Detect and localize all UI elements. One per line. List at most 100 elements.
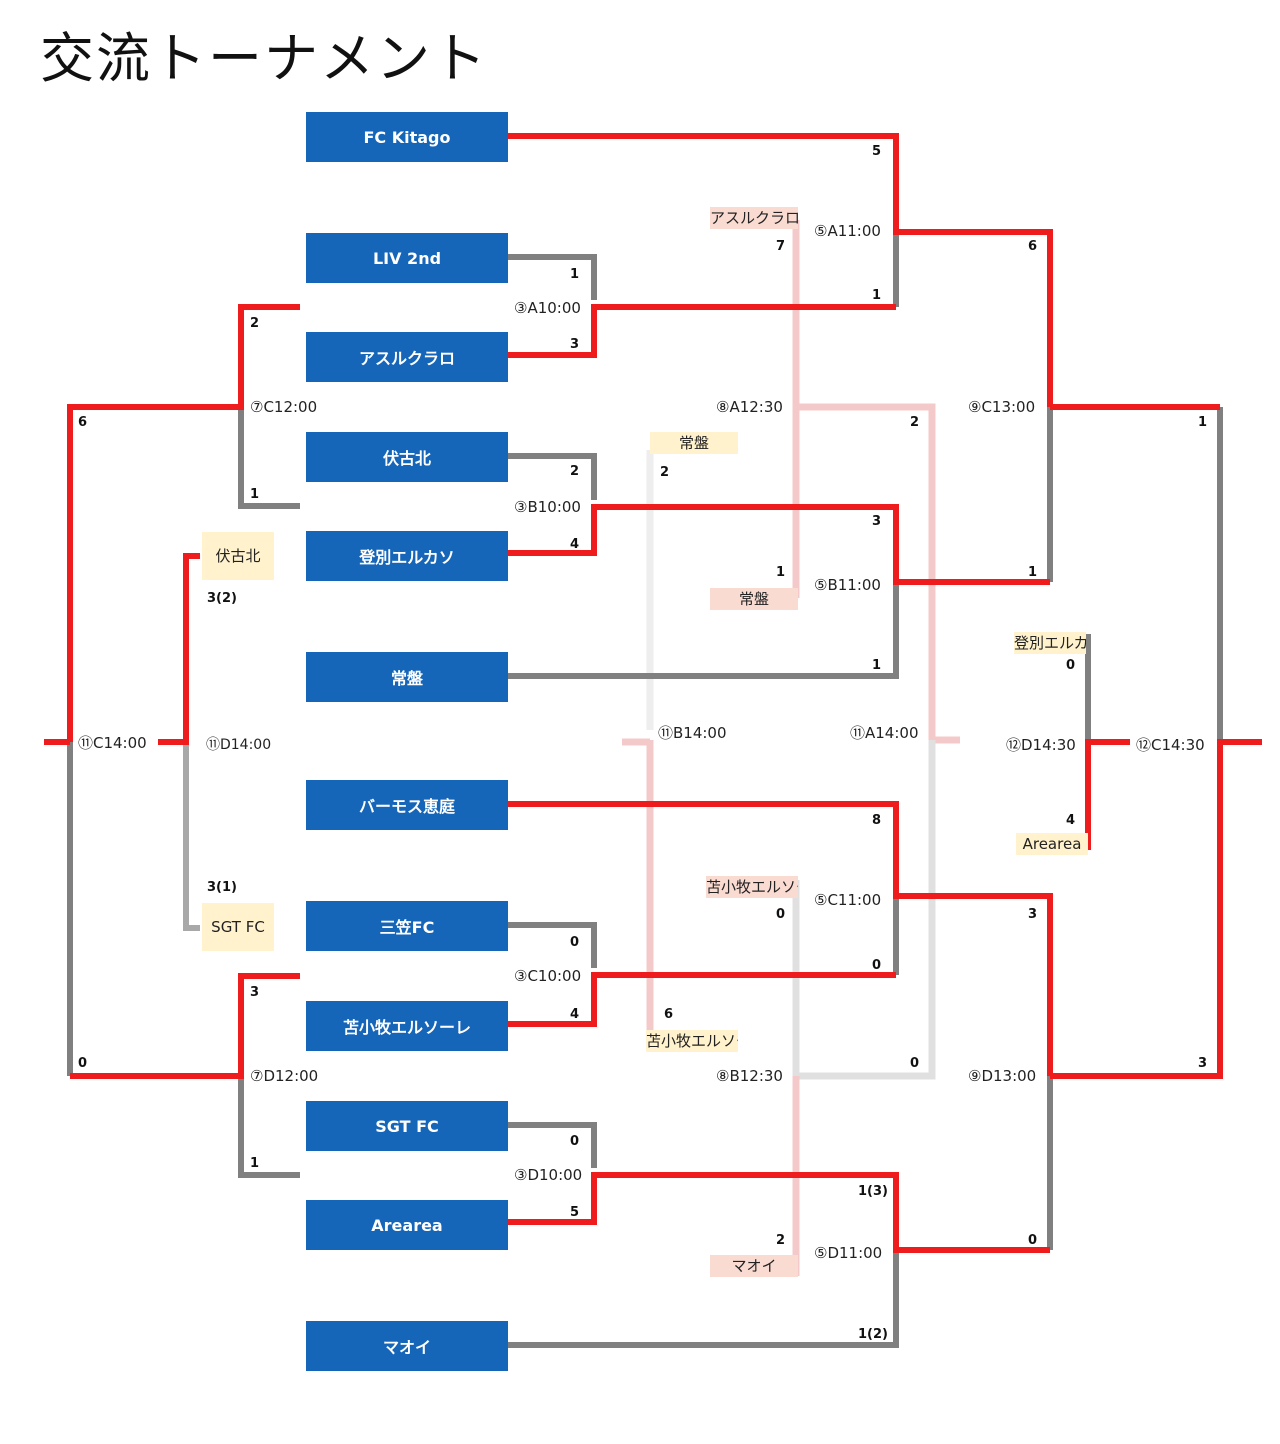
score-12c-bottom: 3 — [1198, 1056, 1208, 1071]
match-3b: ③B10:00 — [512, 498, 583, 516]
score-5d-top: 1(3) — [858, 1184, 888, 1199]
score-8a-asuru: 7 — [776, 239, 786, 254]
score-liv: 1 — [570, 267, 580, 282]
score-11d-sgt: 3(1) — [207, 880, 237, 895]
line-7d-top — [70, 973, 300, 1079]
line-11a-lower — [796, 740, 936, 1080]
line-tokiwa — [508, 582, 899, 679]
score-noboribetsu: 4 — [570, 537, 580, 552]
score-5b-top: 3 — [872, 514, 882, 529]
score-8a-tokiwa: 1 — [776, 565, 786, 580]
score-vamos: 8 — [872, 813, 882, 828]
score-7d-top: 3 — [250, 985, 260, 1000]
tag-arearea: Arearea — [1016, 833, 1088, 855]
tag-noboribetsu: 登別エルカソ — [1014, 632, 1086, 654]
team-tomakomai[interactable]: 苫小牧エルソーレ — [306, 1001, 508, 1051]
match-5b: ⑤B11:00 — [812, 576, 883, 594]
score-fushiko: 2 — [570, 464, 580, 479]
team-arearea[interactable]: Arearea — [306, 1200, 508, 1250]
winner-lines — [44, 133, 1262, 1253]
line-vamos — [508, 801, 1053, 1076]
team-vamos-eniwa[interactable]: バーモス恵庭 — [306, 780, 508, 830]
match-8b: ⑧B12:30 — [714, 1067, 785, 1085]
team-sgt-fc[interactable]: SGT FC — [306, 1101, 508, 1151]
tag-asuru: アスルクラロ — [710, 207, 798, 229]
line-12d-bot — [1085, 739, 1130, 850]
score-9d-bottom: 0 — [1028, 1233, 1038, 1248]
team-fushiko-kita[interactable]: 伏古北 — [306, 432, 508, 482]
team-noboribetsu[interactable]: 登別エルカソ — [306, 531, 508, 581]
score-12d-top: 0 — [1066, 658, 1076, 673]
line-11d-top — [158, 553, 200, 745]
match-11b: ⑪B14:00 — [656, 722, 729, 743]
score-7c-bottom: 1 — [250, 487, 260, 502]
match-11d: ⑪D14:00 — [204, 734, 274, 754]
score-9d-top: 3 — [1028, 907, 1038, 922]
match-11c: ⑪C14:00 — [76, 732, 149, 753]
line-7c-top — [67, 304, 300, 742]
line-7d-bot — [238, 1076, 300, 1178]
score-sgt: 0 — [570, 1134, 580, 1149]
line-kitago — [508, 133, 1053, 407]
team-mikasa-fc[interactable]: 三笠FC — [306, 901, 508, 951]
line-fushiko — [508, 453, 597, 500]
team-tokiwa[interactable]: 常盤 — [306, 652, 508, 702]
score-kitago: 5 — [872, 144, 882, 159]
match-5a: ⑤A11:00 — [812, 222, 883, 240]
team-liv-2nd[interactable]: LIV 2nd — [306, 233, 508, 283]
team-fc-kitago[interactable]: FC Kitago — [306, 112, 508, 162]
line-sgt — [508, 1122, 597, 1168]
line-maoi — [508, 1250, 899, 1348]
tag-sgt: SGT FC — [202, 903, 274, 951]
team-asuru-claro[interactable]: アスルクラロ — [306, 332, 508, 382]
line-liv — [508, 254, 597, 300]
line-9d-out — [1050, 739, 1262, 1079]
score-arearea: 5 — [570, 1205, 580, 1220]
match-7d: ⑦D12:00 — [248, 1067, 321, 1085]
score-11c-bottom: 0 — [78, 1056, 88, 1071]
consolation-lines — [622, 220, 960, 1276]
match-8a: ⑧A12:30 — [714, 398, 785, 416]
match-11a: ⑪A14:00 — [848, 722, 921, 743]
match-3a: ③A10:00 — [512, 299, 583, 317]
score-7d-bottom: 1 — [250, 1156, 260, 1171]
score-11b-tokiwa: 2 — [660, 465, 670, 480]
score-7c-top: 2 — [250, 316, 260, 331]
line-tomako — [508, 972, 896, 1027]
score-5a-bottom: 1 — [872, 288, 882, 303]
score-11c-top: 6 — [78, 415, 88, 430]
match-5d: ⑤D11:00 — [812, 1244, 885, 1262]
score-tomakomai: 4 — [570, 1007, 580, 1022]
tag-maoi: マオイ — [710, 1255, 798, 1277]
tag-tomakomai-11b: 苫小牧エルソーレ — [646, 1030, 738, 1052]
match-9c: ⑨C13:00 — [966, 398, 1038, 416]
match-12d: ⑫D14:30 — [1004, 734, 1078, 755]
line-11d-bot — [183, 742, 200, 931]
tag-tokiwa-lower: 常盤 — [710, 588, 798, 610]
score-11d-fushiko: 3(2) — [207, 591, 237, 606]
score-8b-maoi: 2 — [776, 1233, 786, 1248]
line-7c-bot — [238, 407, 300, 509]
score-maoi: 1(2) — [858, 1327, 888, 1342]
match-5c: ⑤C11:00 — [812, 891, 884, 909]
match-12c: ⑫C14:30 — [1134, 734, 1207, 755]
score-11a-top: 2 — [910, 415, 920, 430]
line-8a-out — [796, 403, 960, 744]
tag-tokiwa-upper: 常盤 — [650, 432, 738, 454]
line-mikasa — [508, 922, 597, 968]
score-12c-top: 1 — [1198, 415, 1208, 430]
score-asuru: 3 — [570, 337, 580, 352]
score-9c-top: 6 — [1028, 239, 1038, 254]
score-5c-bottom: 0 — [872, 958, 882, 973]
line-noboribetsu — [508, 504, 1050, 585]
match-7c: ⑦C12:00 — [248, 398, 320, 416]
line-asuru — [508, 304, 896, 358]
score-tokiwa: 1 — [872, 658, 882, 673]
score-mikasa: 0 — [570, 935, 580, 950]
tag-tomakomai-8b: 苫小牧エルソーレ — [706, 876, 798, 898]
score-9c-bottom: 1 — [1028, 565, 1038, 580]
line-arearea — [508, 1172, 1050, 1253]
team-maoi[interactable]: マオイ — [306, 1321, 508, 1371]
score-11a-bottom: 0 — [910, 1056, 920, 1071]
